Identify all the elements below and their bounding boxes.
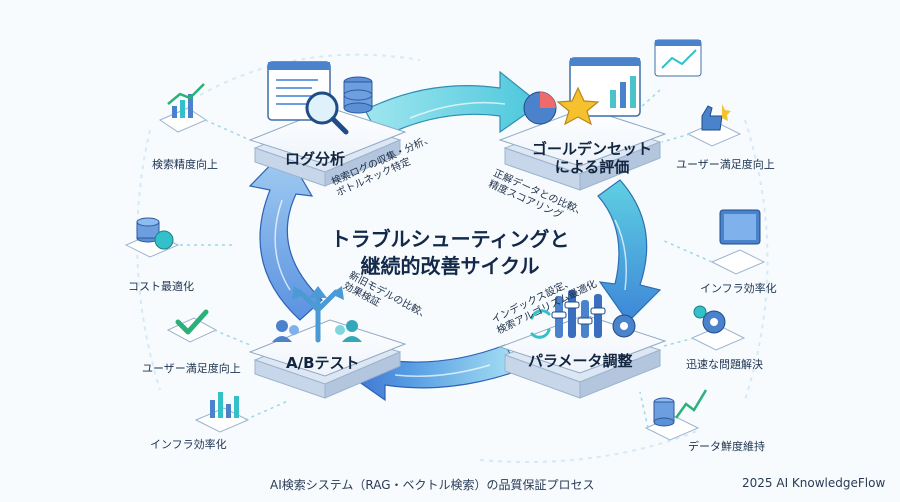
cycle-arrows bbox=[248, 70, 662, 402]
magnifier-icon bbox=[305, 91, 349, 135]
node-ab-platform bbox=[248, 319, 407, 399]
branch-arrow-icon bbox=[297, 289, 339, 343]
branch-arrowheads bbox=[292, 286, 344, 300]
node-log-platform bbox=[248, 107, 407, 187]
benefit-right-1: ユーザー満足度向上 bbox=[676, 158, 775, 171]
node-golden-title: ゴールデンセット による評価 bbox=[532, 140, 652, 176]
users-group-b-icon bbox=[335, 320, 362, 342]
users-group-a-icon bbox=[272, 320, 299, 342]
gears-icon bbox=[690, 305, 746, 351]
arrow-right bbox=[597, 179, 662, 323]
benefit-left-3: ユーザー満足度向上 bbox=[142, 362, 241, 375]
benefit-left-4: インフラ効率化 bbox=[150, 438, 227, 451]
benefit-right-2: インフラ効率化 bbox=[700, 282, 777, 295]
node-log-title: ログ分析 bbox=[285, 150, 346, 168]
center-title-line2: 継続的改善サイクル bbox=[360, 254, 540, 278]
pie-chart-icon bbox=[523, 91, 557, 125]
benefit-left-2: コスト最適化 bbox=[128, 280, 194, 293]
node-param-title: パラメータ調整 bbox=[528, 352, 633, 370]
checkmark-icon bbox=[166, 309, 218, 343]
footer-caption: AI検索システム（RAG・ベクトル検索）の品質保証プロセス bbox=[270, 478, 595, 492]
sliders-icon bbox=[551, 290, 606, 338]
database-icon bbox=[343, 76, 373, 114]
bar-chart-icon bbox=[194, 392, 250, 433]
benefit-right-3: 迅速な問題解決 bbox=[686, 358, 763, 371]
footer-credit: 2025 AI KnowledgeFlow bbox=[742, 476, 886, 490]
center-title-line1: トラブルシューティングと bbox=[330, 227, 570, 251]
database-trend-icon bbox=[644, 389, 708, 441]
node-golden-platform bbox=[498, 107, 667, 191]
node-ab-title: A/Bテスト bbox=[286, 354, 360, 372]
thumbs-up-icon bbox=[686, 104, 742, 147]
gear-icon bbox=[612, 314, 636, 338]
benefit-right-4: データ鮮度維持 bbox=[688, 440, 765, 453]
monitor-icon bbox=[710, 209, 766, 275]
coins-icon bbox=[124, 217, 180, 258]
node-golden-title-line2: による評価 bbox=[554, 158, 630, 176]
connectors bbox=[180, 89, 713, 429]
benefit-left-1: 検索精度向上 bbox=[152, 158, 218, 171]
node-golden-title-line1: ゴールデンセット bbox=[532, 140, 653, 158]
star-icon bbox=[556, 86, 600, 126]
dashboard-icon bbox=[654, 39, 702, 77]
refresh-icon bbox=[530, 309, 551, 339]
background-arcs bbox=[136, 53, 769, 463]
growth-chart-icon bbox=[158, 83, 208, 133]
center-title: トラブルシューティングと 継続的改善サイクル bbox=[300, 226, 600, 280]
